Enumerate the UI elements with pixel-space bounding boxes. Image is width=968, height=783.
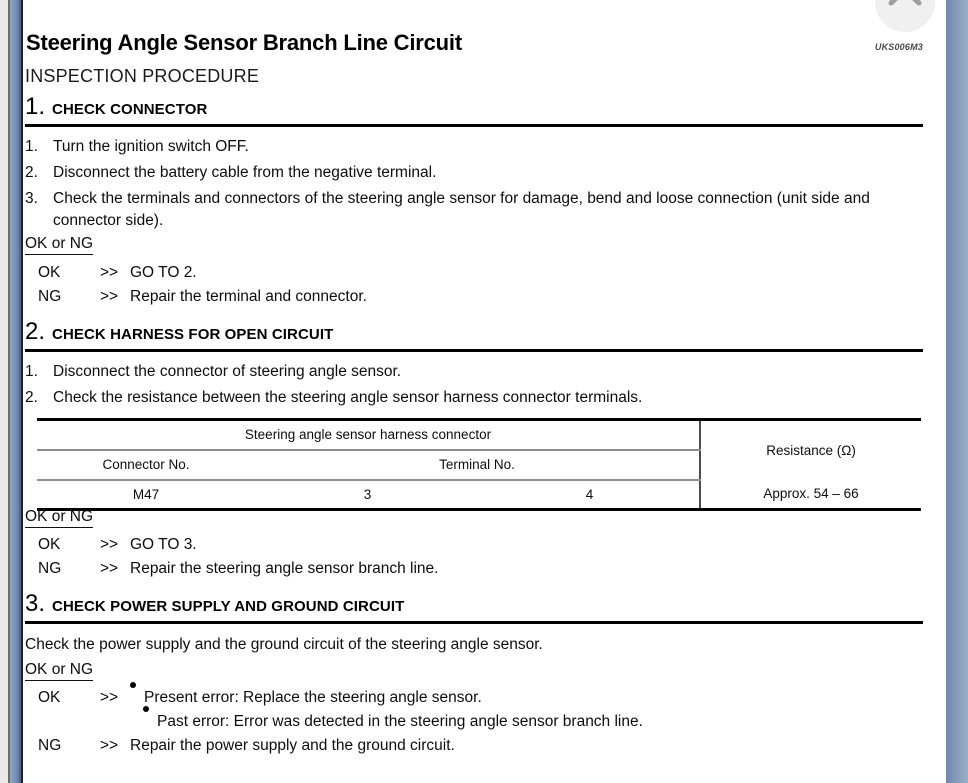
list-item: 1. Disconnect the connector of steering … — [25, 361, 927, 383]
result-row-secondary: Past error: Error was detected in the st… — [25, 706, 925, 734]
result-key: NG — [38, 288, 62, 305]
viewer-left-rule — [8, 0, 10, 783]
list-item: 2. Disconnect the battery cable from the… — [25, 162, 927, 184]
step-heading-2: 2. CHECK HARNESS FOR OPEN CIRCUIT — [25, 320, 333, 344]
viewer-left-frame — [10, 0, 22, 783]
table-header-resistance: Resistance (Ω) — [700, 418, 922, 480]
resistance-spec-table: Steering angle sensor harness connector … — [37, 418, 922, 511]
result-key: NG — [38, 737, 62, 754]
table-row: Connector No. Terminal No. — [37, 449, 921, 481]
result-value: GO TO 2. — [130, 264, 197, 281]
result-row: OK >> GO TO 3. — [25, 533, 925, 557]
table-cell-terminal-a: 3 — [255, 479, 480, 511]
list-item: 2. Check the resistance between the stee… — [25, 387, 927, 409]
result-key: NG — [38, 560, 62, 577]
result-row: OK >> Present error: Replace the steerin… — [25, 682, 925, 710]
list-item-number: 3. — [25, 190, 38, 207]
result-value: Repair the power supply and the ground c… — [130, 737, 455, 754]
table-group-header-connector: Steering angle sensor harness connector — [37, 418, 702, 451]
page-title: Steering Angle Sensor Branch Line Circui… — [26, 30, 462, 55]
step-title: CHECK CONNECTOR — [52, 101, 208, 118]
section-label: INSPECTION PROCEDURE — [25, 66, 260, 86]
step-1-results: OK >> GO TO 2. NG >> Repair the terminal… — [25, 261, 925, 309]
result-key: OK — [38, 689, 61, 706]
list-item-text: Disconnect the battery cable from the ne… — [53, 164, 437, 181]
section-divider — [25, 349, 923, 352]
list-item-number: 2. — [25, 164, 38, 181]
list-item-text: Check the resistance between the steerin… — [53, 389, 643, 406]
ok-or-ng-label: OK or NG — [25, 508, 94, 528]
bullet-icon — [130, 682, 136, 688]
result-value: Repair the steering angle sensor branch … — [130, 560, 439, 577]
table-cell-terminal-b: 4 — [480, 479, 702, 511]
bullet-icon — [143, 706, 149, 712]
ok-or-ng-label: OK or NG — [25, 661, 94, 681]
section-divider — [25, 124, 923, 127]
chevron-up-icon — [888, 0, 922, 6]
step-heading-3: 3. CHECK POWER SUPPLY AND GROUND CIRCUIT — [25, 592, 404, 616]
section-divider — [25, 621, 923, 624]
step-title: CHECK POWER SUPPLY AND GROUND CIRCUIT — [52, 598, 405, 615]
viewer-left-gutter — [0, 0, 8, 783]
step-2-instruction-list: 1. Disconnect the connector of steering … — [25, 361, 927, 413]
table-subheader-terminal-no: Terminal No. — [255, 449, 702, 481]
step-number: 1. — [25, 93, 46, 120]
step-number: 2. — [25, 318, 46, 345]
result-value: Past error: Error was detected in the st… — [157, 713, 643, 730]
scroll-to-top-button[interactable] — [875, 0, 935, 32]
list-item-number: 1. — [25, 138, 38, 155]
table-cell-resistance: Approx. 54 – 66 — [700, 479, 922, 511]
result-row: NG >> Repair the power supply and the gr… — [25, 734, 925, 758]
viewer-right-frame — [946, 0, 968, 783]
result-row: OK >> GO TO 2. — [25, 261, 925, 285]
list-item-number: 2. — [25, 389, 38, 406]
result-key: OK — [38, 264, 61, 281]
viewer-left-frame-inner-line — [21, 0, 23, 783]
list-item-number: 1. — [25, 363, 38, 380]
result-arrow: >> — [100, 560, 119, 577]
document-page: Steering Angle Sensor Branch Line Circui… — [23, 0, 946, 783]
result-arrow: >> — [100, 689, 119, 706]
step-title: CHECK HARNESS FOR OPEN CIRCUIT — [52, 326, 334, 343]
list-item-text: Disconnect the connector of steering ang… — [53, 363, 402, 380]
list-item: 3. Check the terminals and connectors of… — [25, 188, 927, 232]
table-row: M47 3 4 Approx. 54 – 66 — [37, 479, 922, 511]
result-row: NG >> Repair the steering angle sensor b… — [25, 557, 925, 581]
result-row: NG >> Repair the terminal and connector. — [25, 285, 925, 309]
result-value: Repair the terminal and connector. — [130, 288, 367, 305]
step-number: 3. — [25, 590, 46, 617]
document-reference-code: UKS006M3 — [874, 42, 923, 52]
step-2-results: OK >> GO TO 3. NG >> Repair the steering… — [25, 533, 925, 581]
result-arrow: >> — [100, 536, 119, 553]
result-arrow: >> — [100, 737, 119, 754]
result-value: Present error: Replace the steering angl… — [144, 689, 482, 706]
ok-or-ng-label: OK or NG — [25, 235, 94, 255]
result-arrow: >> — [100, 264, 119, 281]
list-item-text: Check the terminals and connectors of th… — [53, 190, 870, 229]
list-item-text: Turn the ignition switch OFF. — [53, 138, 249, 155]
step-3-results: OK >> Present error: Replace the steerin… — [25, 682, 925, 758]
result-value-wrapper: Present error: Replace the steering angl… — [130, 682, 925, 710]
table-cell-connector-no: M47 — [37, 479, 255, 511]
table-subheader-connector-no: Connector No. — [37, 449, 255, 481]
step-1-instruction-list: 1. Turn the ignition switch OFF. 2. Disc… — [25, 136, 927, 236]
result-key: OK — [38, 536, 61, 553]
list-item: 1. Turn the ignition switch OFF. — [25, 136, 927, 158]
result-arrow: >> — [100, 288, 119, 305]
table-row: Steering angle sensor harness connector … — [37, 418, 922, 480]
step-3-body-text: Check the power supply and the ground ci… — [25, 636, 543, 653]
result-value: GO TO 3. — [130, 536, 197, 553]
step-heading-1: 1. CHECK CONNECTOR — [25, 95, 207, 119]
